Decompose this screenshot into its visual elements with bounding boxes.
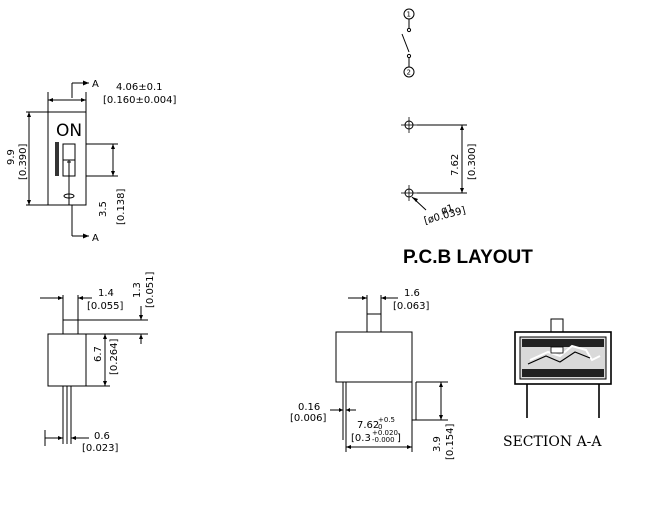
dim-front-lever-in: [0.063] — [393, 301, 430, 312]
on-label: ON — [56, 121, 82, 141]
section-view: SECTION A-A — [503, 318, 612, 450]
dim-pin-in: [0.023] — [82, 443, 119, 454]
side-lever — [62, 319, 79, 335]
dim-pin-len-in: [0.154] — [445, 423, 456, 460]
dim-width-mm: 4.06±0.1 — [116, 82, 163, 93]
dim-hole-mm: ø1 — [440, 203, 455, 217]
top-view: A A 4.06±0.1 [0.160±0.004] 9.9 [0.390] O… — [6, 79, 177, 244]
section-label: SECTION A-A — [503, 434, 602, 450]
dim-actuator-in: [0.138] — [116, 188, 127, 225]
dim-lever-mm: 1.4 — [98, 288, 114, 299]
pcb-layout-title: P.C.B LAYOUT — [403, 247, 533, 268]
dim-pitch-in-close: ] — [397, 433, 401, 444]
side-body — [47, 333, 87, 387]
dim-lever-h-mm: 1.3 — [132, 282, 143, 298]
dim-pin-thk-mm: 0.16 — [298, 402, 320, 413]
pin2-label: 2 — [407, 69, 411, 77]
switch-body-outline — [47, 111, 87, 206]
dim-pcb-pitch-mm: 7.62 — [450, 154, 461, 176]
pin1-label: 1 — [407, 11, 411, 19]
dim-pitch-tol-in: +0.020 — [372, 429, 398, 437]
pcb-layout: 7.62 [0.300] ø1 [ø0.039] P.C.B LAYOUT — [401, 117, 533, 268]
dim-height-mm: 9.9 — [6, 149, 17, 165]
dim-body-in: [0.264] — [109, 338, 120, 375]
dim-lever-h-in: [0.051] — [145, 271, 156, 308]
dim-height-in: [0.390] — [18, 143, 29, 180]
front-view: 1.6 [0.063] 0.16 [0.006] 7.62 +0.5 0 [0.… — [290, 288, 456, 460]
dim-pin-len-mm: 3.9 — [432, 436, 443, 452]
dim-width-in: [0.160±0.004] — [103, 95, 177, 106]
side-view: 1.4 [0.055] 1.3 [0.051] 6.7 [0.264] 0.6 … — [40, 271, 156, 454]
dim-front-lever-mm: 1.6 — [404, 288, 420, 299]
dim-pin-mm: 0.6 — [94, 431, 110, 442]
switch-schematic: 1 2 — [401, 8, 415, 78]
dim-body-mm: 6.7 — [93, 346, 104, 362]
section-mark-top: A — [92, 79, 99, 90]
dim-pitch-tol-mm-lower: 0 — [378, 423, 382, 431]
dim-pitch-tol-mm: +0.5 — [378, 416, 395, 424]
front-lever — [366, 313, 382, 333]
dim-pitch-tol-in-lower: -0.000 — [372, 436, 395, 444]
dim-actuator-mm: 3.5 — [98, 201, 109, 217]
dim-pin-thk-in: [0.006] — [290, 413, 327, 424]
dim-lever-in: [0.055] — [87, 301, 124, 312]
front-body — [335, 331, 413, 383]
dim-pitch-mm: 7.62 — [357, 420, 379, 431]
dim-pcb-pitch-in: [0.300] — [467, 143, 478, 180]
section-mark-bottom: A — [92, 233, 99, 244]
dim-pitch-in: [0.3 — [351, 433, 371, 444]
